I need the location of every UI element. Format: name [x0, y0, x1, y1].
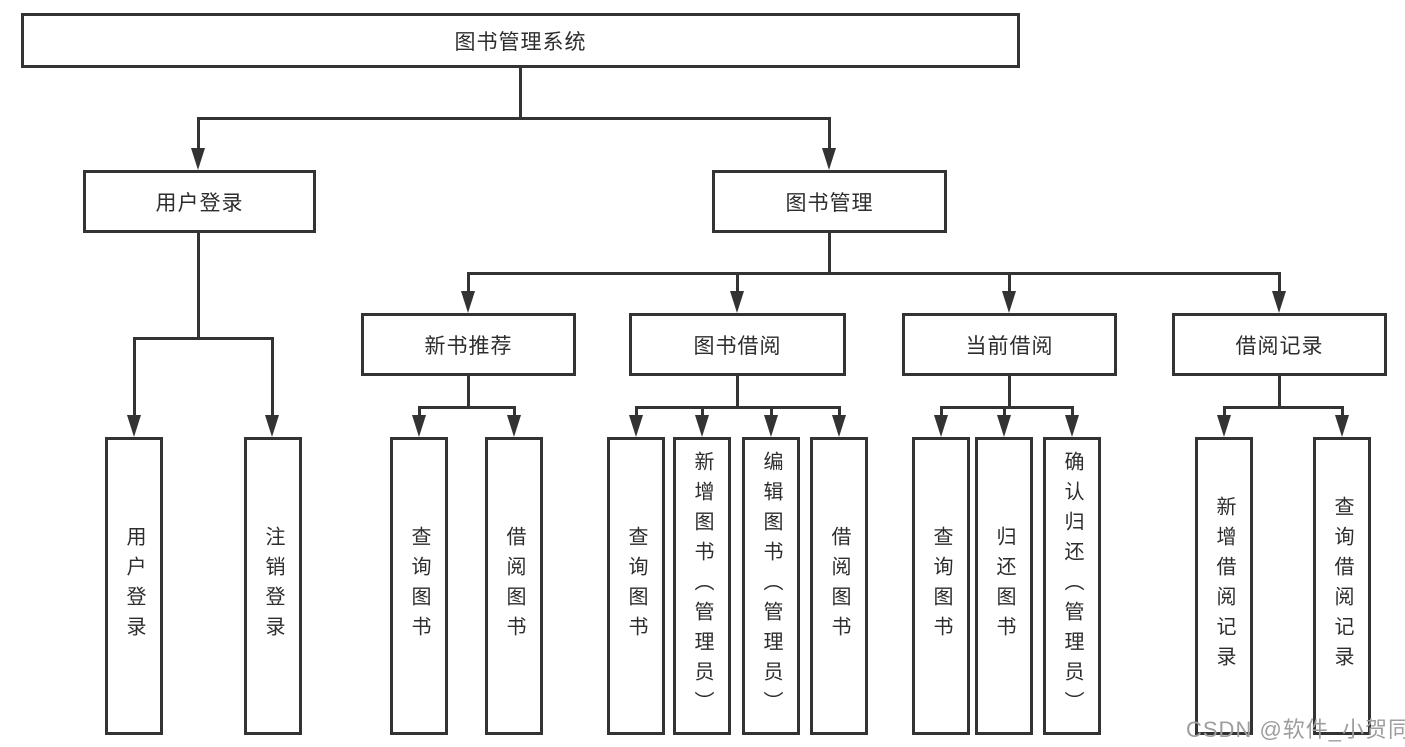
node-label: 图书借阅: [693, 334, 782, 358]
connector-line: [197, 117, 200, 152]
leaf-label: 查询借阅记录: [1331, 496, 1353, 676]
arrow-down-icon: [412, 415, 426, 437]
arrow-down-icon: [1002, 291, 1016, 313]
node-label: 图书管理系统: [454, 30, 587, 54]
leaf-label: 借阅图书: [828, 526, 850, 646]
node-current-borrow: 当前借阅: [902, 313, 1117, 376]
connector-line: [940, 406, 943, 418]
leaf-label: 查询图书: [625, 526, 647, 646]
connector-line: [828, 233, 831, 272]
leaf-user-login: 用户登录: [105, 437, 163, 735]
connector-line: [1341, 406, 1344, 418]
connector-line: [1008, 272, 1011, 293]
connector-line: [635, 406, 638, 418]
node-new-book-recommend: 新书推荐: [361, 313, 576, 376]
connector-line: [1003, 406, 1006, 418]
arrow-down-icon: [764, 415, 778, 437]
leaf-label: 编辑图书（管理员）: [760, 451, 782, 721]
connector-line: [418, 406, 421, 418]
connector-line: [197, 233, 200, 337]
arrow-down-icon: [127, 415, 141, 437]
arrow-down-icon: [832, 415, 846, 437]
arrow-down-icon: [1272, 291, 1286, 313]
leaf-edit-books-admin: 编辑图书（管理员）: [742, 437, 800, 735]
connector-line: [940, 406, 1074, 409]
node-library-management-system: 图书管理系统: [21, 13, 1020, 68]
node-user-login: 用户登录: [83, 170, 316, 233]
leaf-logout: 注销登录: [244, 437, 302, 735]
arrow-down-icon: [730, 291, 744, 313]
connector-line: [271, 337, 274, 417]
node-label: 图书管理: [785, 191, 874, 215]
arrow-down-icon: [934, 415, 948, 437]
connector-line: [1223, 406, 1226, 418]
leaf-label: 新增图书（管理员）: [691, 451, 713, 721]
connector-line: [1223, 406, 1344, 409]
connector-line: [467, 272, 470, 293]
node-book-management: 图书管理: [712, 170, 947, 233]
connector-line: [1008, 376, 1011, 406]
connector-line: [1278, 272, 1281, 293]
watermark: CSDN @软件_小贺同学: [1186, 717, 1405, 742]
connector-line: [467, 272, 1281, 275]
leaf-label: 注销登录: [262, 526, 284, 646]
leaf-add-books-admin: 新增图书（管理员）: [673, 437, 731, 735]
connector-line: [736, 376, 739, 406]
connector-line: [513, 406, 516, 418]
leaf-label: 查询图书: [408, 526, 430, 646]
leaf-confirm-return-admin: 确认归还（管理员）: [1043, 437, 1101, 735]
connector-line: [701, 406, 704, 418]
connector-line: [133, 337, 136, 417]
connector-line: [418, 406, 516, 409]
connector-line: [467, 376, 470, 406]
connector-line: [197, 117, 831, 120]
arrow-down-icon: [507, 415, 521, 437]
node-label: 借阅记录: [1235, 334, 1324, 358]
leaf-borrow-books-recommend: 借阅图书: [485, 437, 543, 735]
leaf-query-books-current: 查询图书: [912, 437, 970, 735]
connector-line: [770, 406, 773, 418]
connector-line: [736, 272, 739, 293]
leaf-add-borrow-record: 新增借阅记录: [1195, 437, 1253, 735]
node-label: 当前借阅: [965, 334, 1054, 358]
leaf-label: 归还图书: [993, 526, 1015, 646]
arrow-down-icon: [265, 415, 279, 437]
arrow-down-icon: [997, 415, 1011, 437]
arrow-down-icon: [695, 415, 709, 437]
leaf-label: 借阅图书: [503, 526, 525, 646]
arrow-down-icon: [1335, 415, 1349, 437]
leaf-return-books: 归还图书: [975, 437, 1033, 735]
connector-line: [1278, 376, 1281, 406]
leaf-label: 查询图书: [930, 526, 952, 646]
leaf-borrow-books: 借阅图书: [810, 437, 868, 735]
connector-line: [635, 406, 841, 409]
connector-line: [133, 337, 274, 340]
arrow-down-icon: [629, 415, 643, 437]
connector-line: [519, 68, 522, 118]
arrow-down-icon: [461, 291, 475, 313]
arrow-down-icon: [822, 148, 836, 170]
connector-line: [838, 406, 841, 418]
leaf-label: 确认归还（管理员）: [1061, 451, 1083, 721]
leaf-query-books-borrow: 查询图书: [607, 437, 665, 735]
arrow-down-icon: [1217, 415, 1231, 437]
node-borrow-records: 借阅记录: [1172, 313, 1387, 376]
arrow-down-icon: [1065, 415, 1079, 437]
leaf-query-books-recommend: 查询图书: [390, 437, 448, 735]
leaf-label: 新增借阅记录: [1213, 496, 1235, 676]
arrow-down-icon: [191, 148, 205, 170]
node-book-borrow: 图书借阅: [629, 313, 846, 376]
node-label: 新书推荐: [424, 334, 513, 358]
connector-line: [1071, 406, 1074, 418]
connector-line: [828, 117, 831, 152]
node-label: 用户登录: [155, 191, 244, 215]
leaf-label: 用户登录: [123, 526, 145, 646]
leaf-query-borrow-record: 查询借阅记录: [1313, 437, 1371, 735]
